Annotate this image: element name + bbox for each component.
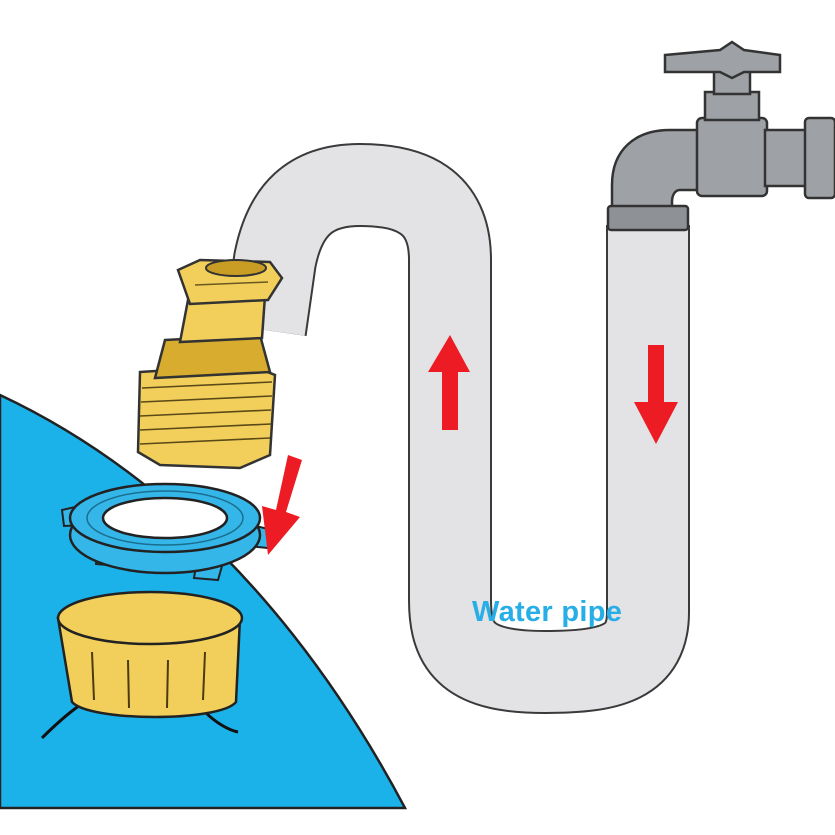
faucet-icon: [606, 40, 835, 232]
faucet-handle: [663, 40, 782, 80]
arrow-up-icon: [428, 335, 470, 430]
cap-strap-left: [40, 703, 81, 740]
connector-threads: [139, 381, 273, 445]
cap-ribs: [91, 651, 206, 709]
water-pipe-label: Water pipe: [472, 596, 623, 628]
cap-strap-right: [203, 710, 239, 734]
faucet-body: [695, 116, 769, 198]
ring-groove: [86, 490, 244, 546]
water-pipe-inner: [225, 145, 688, 712]
water-pipe: [223, 143, 690, 714]
arrow-down-left-icon: [262, 455, 302, 555]
faucet-nozzle-ring: [606, 204, 690, 232]
cap-top: [56, 590, 244, 646]
ring-inner: [101, 496, 229, 540]
connector-threaded-base: [136, 363, 277, 470]
connector-tip-opening: [205, 259, 267, 277]
hose-connector-icon: [136, 258, 284, 470]
tank-cap-icon: [40, 590, 244, 740]
valve-ring-icon: [60, 482, 274, 582]
arrow-down-icon: [634, 345, 678, 444]
cap-body: [56, 616, 242, 719]
faucet-stem-nut: [703, 90, 761, 122]
faucet-spout: [610, 128, 707, 227]
faucet-inlet-cap: [803, 116, 835, 200]
